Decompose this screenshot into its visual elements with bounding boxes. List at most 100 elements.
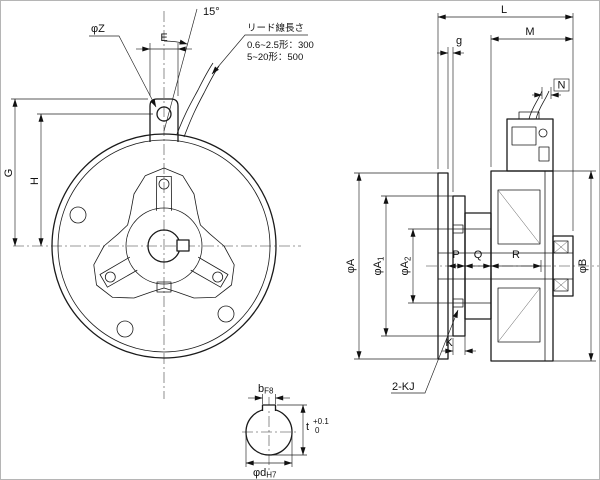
dim-pqr: P Q R (447, 249, 542, 272)
rivet-hole-right (212, 271, 224, 283)
front-view: 15° E φZ G H リード線長さ 0.6~2.5形：300 5~20形：5… (3, 6, 314, 399)
ext-lines (408, 228, 465, 304)
label-box (553, 78, 570, 92)
tab-hole (156, 106, 172, 122)
dim-label-p: P (452, 249, 459, 261)
dim-label-l: L (501, 4, 507, 16)
keyway-detail-view: bF8 t +0.1 0 φdH7 (242, 383, 329, 480)
ext-lines (354, 172, 438, 360)
dim-g: G (3, 98, 148, 247)
d-base: φd (253, 467, 266, 479)
dim-label-d: φdH7 (253, 467, 277, 480)
dim-e: E (136, 32, 192, 96)
t-tolerance-lower: 0 (315, 426, 320, 435)
leader-line (391, 309, 459, 394)
housing-inner-circle (57, 139, 271, 353)
spider-arm-right (190, 256, 229, 288)
phi-a2-subscript: 2 (404, 256, 413, 261)
dim-label-g: G (3, 169, 15, 178)
shaft-bore-lines (438, 252, 573, 280)
terminal-clamp (538, 146, 550, 162)
callout-2kj: 2-KJ (391, 309, 459, 394)
housing-outer-circle (51, 133, 277, 359)
dim-label-phi-a: φA (345, 258, 357, 273)
dim-label-h: H (29, 177, 41, 185)
lead-wire-note: リード線長さ 0.6~2.5形：300 5~20形：500 (211, 22, 314, 75)
coil-hatch-lower (497, 287, 541, 343)
dim-d: φdH7 (245, 434, 293, 480)
mounting-hole-bottom-left (116, 320, 134, 338)
side-lead-wire-2 (535, 90, 550, 120)
lead-note-title: リード線長さ (247, 22, 304, 34)
dim-label-phi-z: φZ (91, 23, 105, 35)
key-slot (176, 239, 190, 252)
dim-phi-a2: φA2 (399, 228, 465, 304)
leader-line (89, 35, 157, 108)
lead-note-line1: 0.6~2.5形：300 (247, 39, 314, 51)
b-base: b (258, 383, 264, 395)
keyway-mask (262, 405, 276, 411)
dim-phi-a1: φA1 (372, 195, 453, 337)
mounting-hole-bottom-right (217, 305, 235, 323)
ext-lines (447, 47, 454, 192)
lead-note-line2: 5~20形：500 (247, 51, 303, 63)
terminal-screw (538, 128, 548, 138)
t-tolerance-upper: +0.1 (313, 417, 329, 426)
dim-phi-b: φB (553, 170, 596, 362)
note-leader-line (211, 34, 308, 75)
ext-lines (381, 195, 453, 337)
spider-arm-left (99, 256, 138, 288)
bearing-boss-section (552, 235, 574, 297)
dim-label-gap: g (456, 35, 462, 47)
dim-k: K (442, 322, 476, 355)
lead-wire-1 (176, 62, 214, 135)
dim-h: H (29, 113, 153, 247)
dim-label-b: bF8 (258, 383, 274, 396)
hub-circle (125, 207, 203, 285)
dim-label-q: Q (474, 249, 483, 261)
dim-phi-a: φA (345, 172, 438, 360)
dim-n: N (532, 78, 570, 99)
spider-arm-top (156, 176, 172, 211)
keyway-notch (261, 404, 277, 411)
ext-lines (437, 13, 574, 231)
dim-label-phi-a1: φA1 (372, 256, 386, 275)
coil-section-upper (497, 189, 541, 245)
dim-gap: g (437, 35, 464, 192)
dim-l: L (437, 4, 574, 231)
dim-phi-z: φZ (89, 23, 157, 108)
dim-label-k: K (445, 337, 453, 349)
angle-label: 15° (203, 6, 220, 18)
angle-leg-line (163, 8, 198, 132)
dim-label-r: R (512, 249, 520, 261)
phi-a2-base: φA (399, 260, 411, 275)
ext-lines (452, 322, 466, 355)
dim-angle-15: 15° (163, 6, 220, 132)
bearing-lower-hatch (553, 278, 569, 292)
side-view: L M g N φA φA1 φA2 (345, 4, 599, 394)
dim-label-m: M (525, 26, 534, 38)
b-fit-class: F8 (264, 387, 274, 396)
dim-m: M (490, 26, 574, 167)
coil-section-lower (497, 287, 541, 343)
angle-arc (163, 39, 188, 45)
dim-label-e: E (160, 32, 167, 44)
mounting-hole-left (69, 206, 87, 224)
bearing-upper-hatch (553, 240, 569, 254)
lead-wire-2 (183, 65, 220, 138)
label-2kj: 2-KJ (392, 381, 415, 393)
dim-t: t +0.1 0 (271, 404, 329, 456)
rivet-hole-left (104, 271, 116, 283)
terminal-inner-block (511, 126, 537, 146)
ext-lines (271, 404, 307, 456)
ext-lines (149, 43, 179, 96)
bottom-slot (156, 281, 172, 293)
armature-trefoil-outline (93, 167, 235, 299)
hub-step-lines (465, 228, 491, 304)
dim-label-phi-a2: φA2 (399, 256, 413, 275)
dim-label-n: N (558, 80, 566, 92)
phi-a1-base: φA (372, 260, 384, 275)
phi-a1-subscript: 1 (377, 256, 386, 261)
